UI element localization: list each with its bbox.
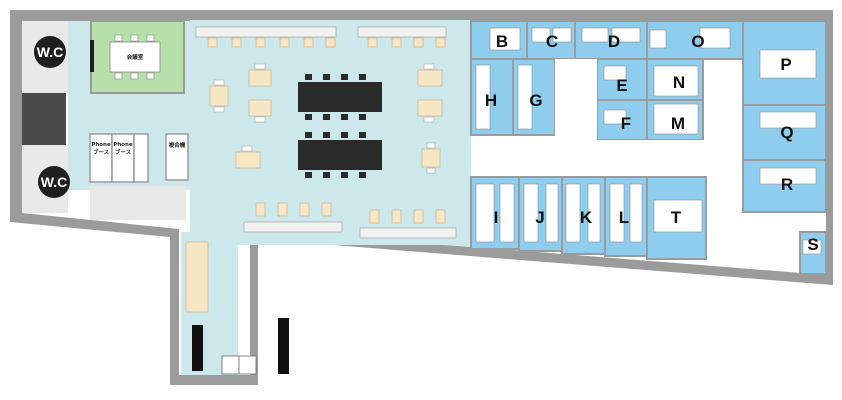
wc-bottom-label: W.C [41, 174, 67, 190]
office-r-label: R [781, 175, 793, 194]
office-g-label: G [529, 91, 542, 110]
long-table-upper [298, 82, 382, 112]
office-m-label: M [671, 114, 685, 133]
booth-side-partition [133, 133, 149, 183]
office-t-label: T [671, 208, 682, 227]
counter-top-right-stools [367, 37, 446, 48]
meeting-room-label: 会議室 [127, 53, 144, 61]
counter-bottom-right-stools [369, 209, 446, 224]
office-p-label: P [780, 55, 791, 74]
meeting-room-door [90, 40, 94, 72]
counter-top-left-stools [207, 37, 336, 48]
east-west-corridor [480, 140, 740, 176]
office-k-label: K [580, 208, 593, 227]
office-b-label: B [496, 32, 508, 51]
office-d-label: D [608, 32, 620, 51]
phone-booth-1-line1: Phone [91, 142, 111, 148]
cafe-tables [185, 69, 443, 313]
entrance-wall-left [192, 325, 203, 371]
copier-room [165, 133, 189, 181]
copier-room-label: 複合機 [168, 141, 186, 149]
counter-bottom-left [243, 221, 343, 233]
office-desks [475, 27, 822, 255]
central-corridor [555, 59, 597, 144]
office-i-label: I [494, 208, 499, 227]
counter-bottom-right [359, 227, 457, 239]
office-h-label: H [485, 91, 497, 110]
office-l-label: L [619, 208, 629, 227]
stair-core [22, 93, 66, 145]
office-c-label: C [546, 32, 558, 51]
long-table-lower [298, 140, 382, 170]
wc-top-label: W.C [37, 44, 63, 60]
counter-top-left [195, 26, 337, 38]
wc-top-badge [34, 36, 66, 68]
meeting-chairs [114, 34, 155, 80]
phone-booth-2-line1: Phone [113, 142, 133, 148]
office-o-label: O [691, 32, 704, 51]
office-e-label: E [616, 76, 627, 95]
long-table-chairs [305, 74, 366, 178]
cafe-chairs [213, 63, 436, 174]
wc-bottom-badge [38, 166, 70, 198]
counter-top-right [357, 26, 447, 38]
counter-bottom-left-stools [255, 202, 332, 217]
meeting-table [109, 41, 161, 73]
entrance-wall-right [278, 318, 289, 374]
office-f-label: F [621, 114, 631, 133]
phone-booth-1-line2: ブース [93, 148, 110, 156]
phone-booth-2-line2: ブース [115, 148, 132, 156]
office-q-label: Q [780, 123, 793, 142]
office-s-label: S [807, 235, 818, 254]
office-j-label: J [535, 208, 544, 227]
storage-room [90, 186, 186, 220]
office-n-label: N [673, 73, 685, 92]
